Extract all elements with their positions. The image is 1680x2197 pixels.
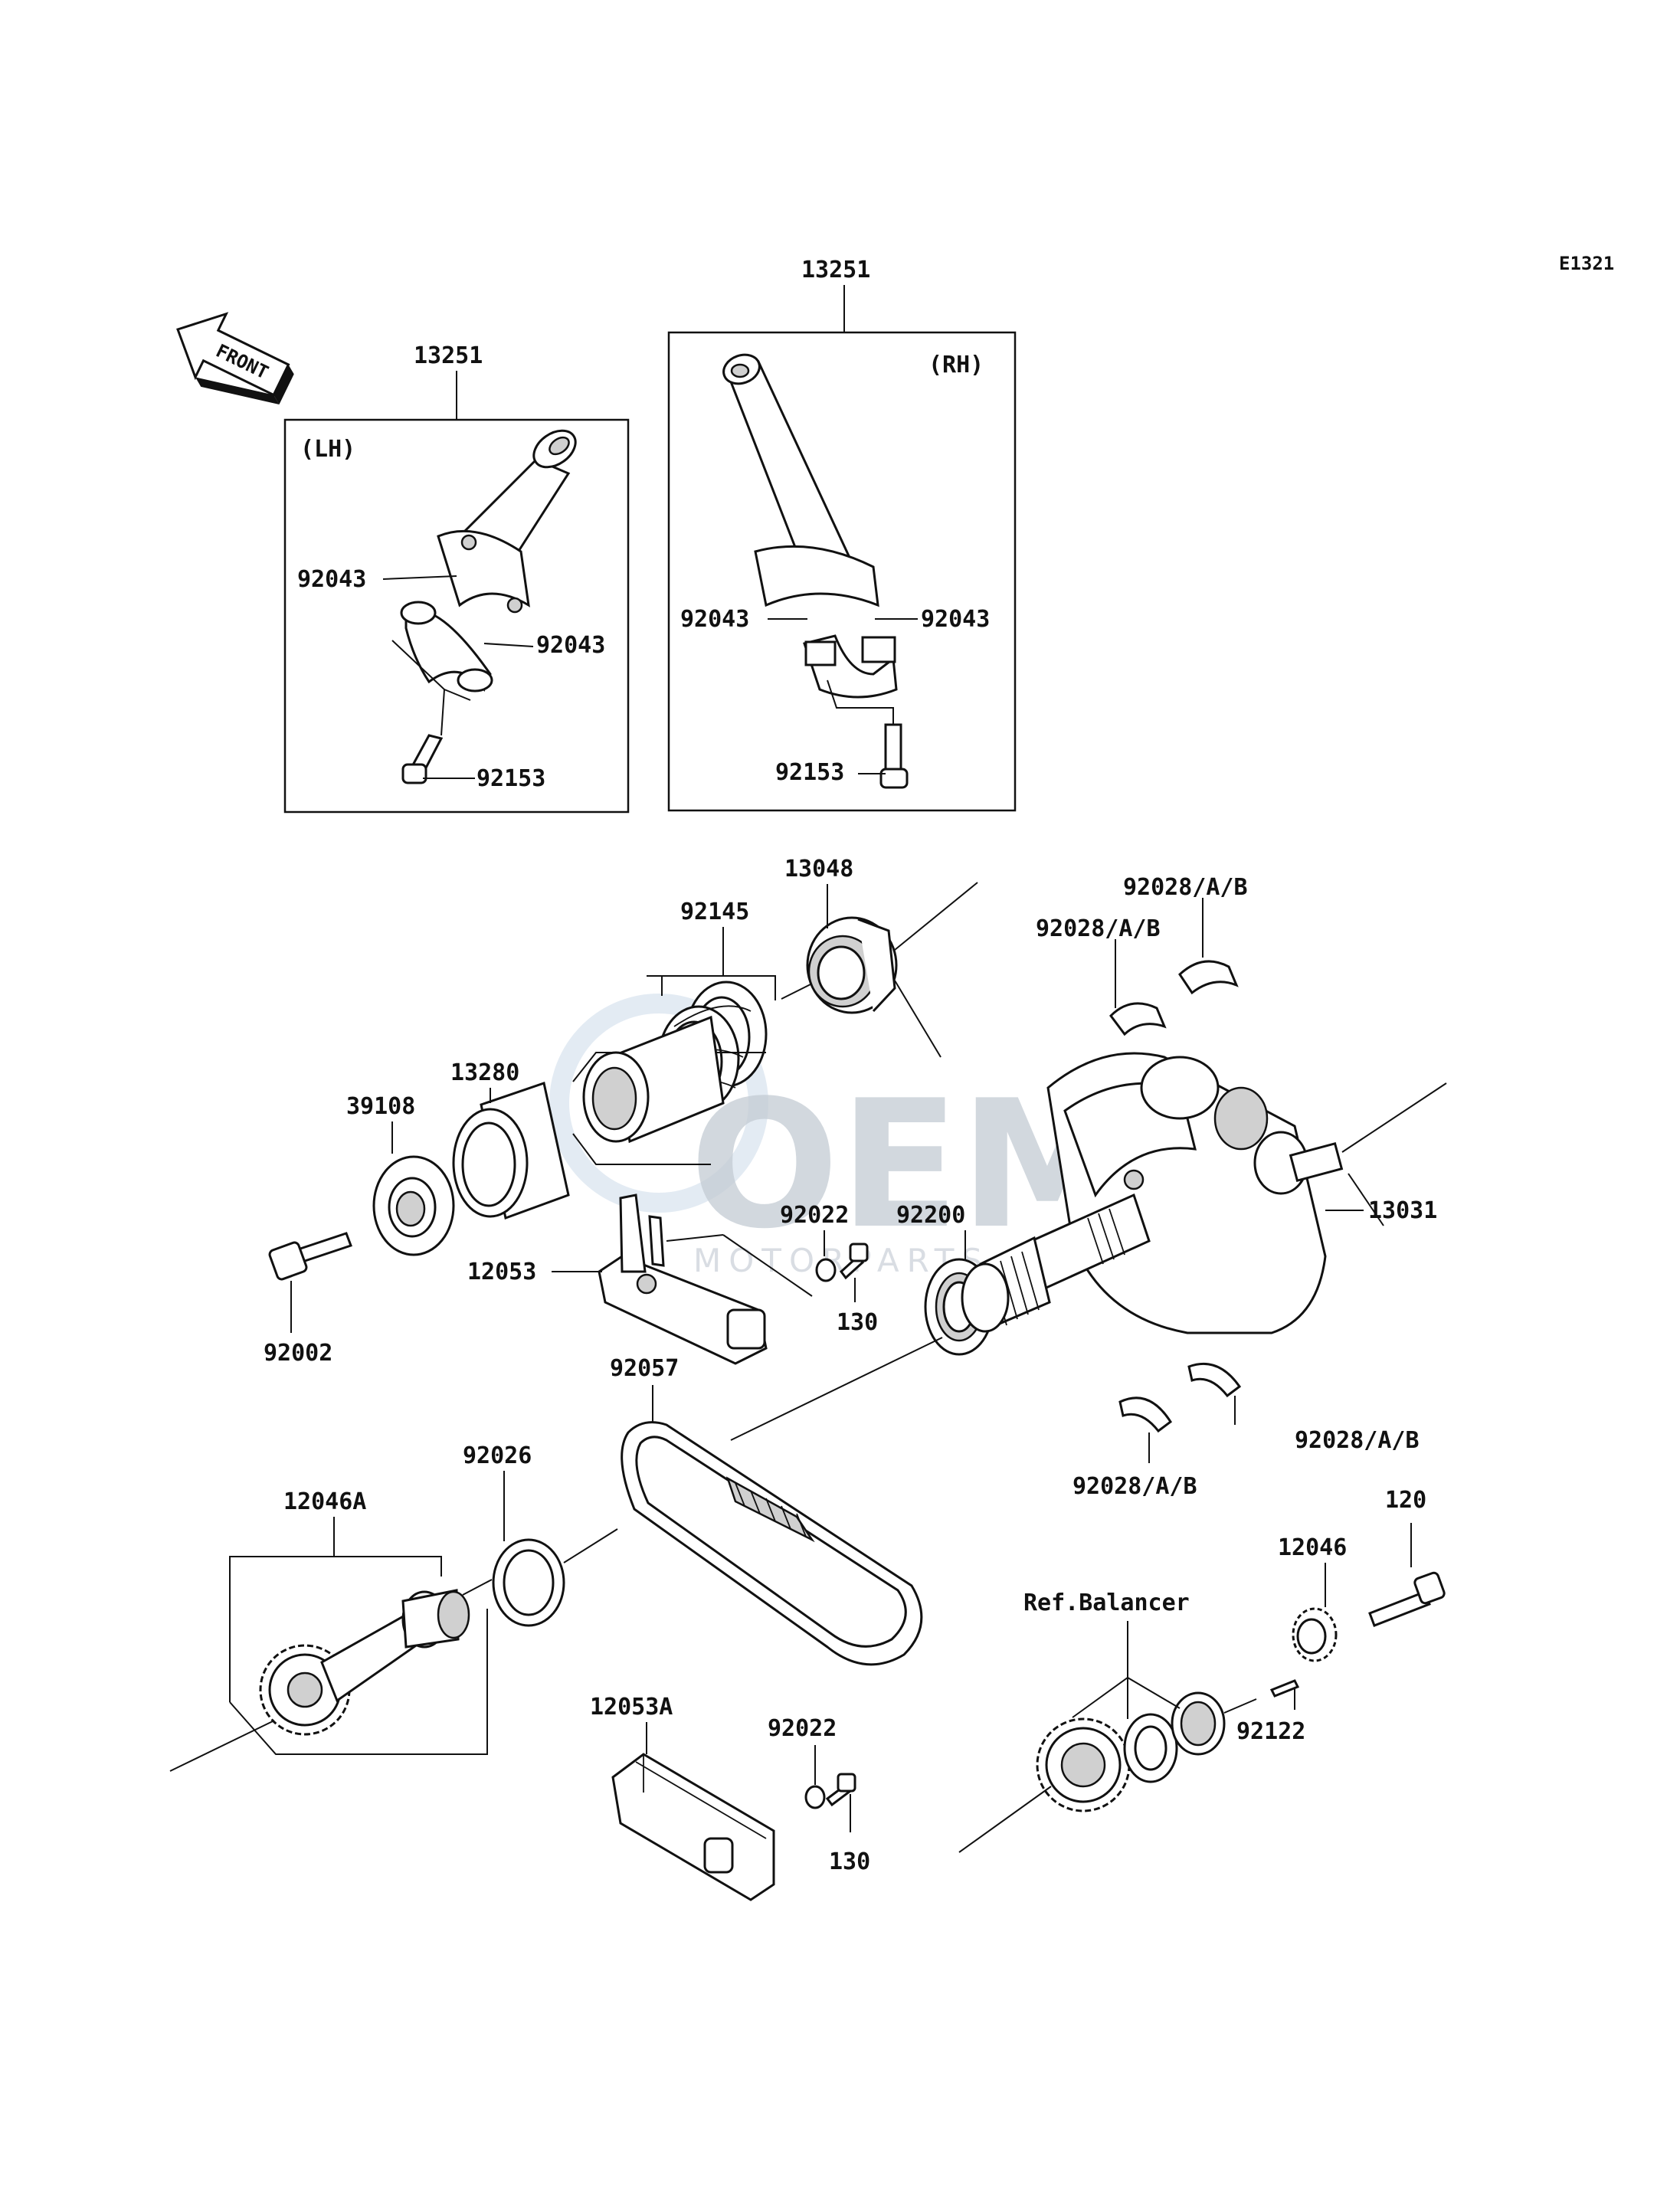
part-12046a-sprocket-group bbox=[169, 1517, 493, 1772]
lh-92043-a-label: 92043 bbox=[297, 566, 366, 593]
part-92028-label-1: 92028/A/B bbox=[1036, 915, 1161, 942]
part-92026-washer bbox=[492, 1538, 565, 1627]
part-12046a-label: 12046A bbox=[283, 1488, 366, 1515]
part-92028-shell-3 bbox=[1187, 1362, 1242, 1398]
part-92002-label: 92002 bbox=[264, 1340, 332, 1367]
part-92022-upper-label: 92022 bbox=[780, 1202, 849, 1229]
lh-92153-label: 92153 bbox=[476, 765, 545, 792]
part-92200-label: 92200 bbox=[896, 1202, 965, 1229]
part-12053a-guide bbox=[611, 1753, 775, 1901]
part-92122-pin bbox=[1269, 1679, 1300, 1698]
part-13031-crankshaft bbox=[961, 1052, 1447, 1334]
balancer-group bbox=[958, 1691, 1257, 1853]
part-130-screw-upper bbox=[839, 1243, 869, 1280]
part-92057-label: 92057 bbox=[610, 1355, 679, 1382]
part-92026-label: 92026 bbox=[463, 1442, 532, 1469]
part-92022-washer-upper bbox=[815, 1258, 837, 1282]
lh-bolt bbox=[401, 734, 444, 784]
part-13280-sleeve bbox=[452, 1082, 570, 1220]
rh-rod-cap bbox=[803, 634, 898, 699]
front-direction-arrow-icon: FRONT bbox=[176, 312, 294, 404]
part-92028-shell-2 bbox=[1178, 960, 1239, 995]
part-92028-label-4: 92028/A/B bbox=[1073, 1473, 1197, 1500]
rh-92153-label: 92153 bbox=[775, 759, 844, 786]
part-39108-washer bbox=[372, 1155, 455, 1256]
rh-side-label: (RH) bbox=[928, 352, 984, 378]
rh-connecting-rod bbox=[722, 353, 879, 607]
rh-92043-a-label: 92043 bbox=[680, 606, 749, 633]
part-12053-tensioner bbox=[598, 1193, 813, 1365]
lh-side-label: (LH) bbox=[300, 436, 355, 463]
lh-part-number: 13251 bbox=[414, 342, 483, 369]
ref-balancer-label: Ref.Balancer bbox=[1023, 1590, 1190, 1616]
diagram-code: E1321 bbox=[1559, 253, 1614, 274]
rh-connecting-rod-box: 13251 (RH) 92043 92043 92153 bbox=[667, 257, 1017, 812]
part-12053-label: 12053 bbox=[467, 1259, 536, 1285]
part-92002-bolt bbox=[268, 1232, 352, 1281]
part-12046-label: 12046 bbox=[1278, 1534, 1347, 1561]
part-13048-bearing bbox=[781, 882, 978, 1058]
part-130-screw-lower bbox=[825, 1773, 856, 1807]
rh-92043-b-label: 92043 bbox=[921, 606, 990, 633]
part-92057-belt bbox=[621, 1421, 923, 1666]
lh-92043-b-label: 92043 bbox=[536, 632, 605, 659]
part-92028-label-3: 92028/A/B bbox=[1295, 1427, 1420, 1454]
lh-rod-cap bbox=[400, 601, 493, 692]
part-120-bolt bbox=[1368, 1571, 1446, 1627]
part-92028-shell-1 bbox=[1109, 1002, 1167, 1036]
part-13280-label: 13280 bbox=[450, 1059, 519, 1086]
part-12046-sprocket bbox=[1292, 1607, 1338, 1662]
part-92122-label: 92122 bbox=[1236, 1718, 1305, 1745]
part-120-label: 120 bbox=[1385, 1487, 1426, 1514]
part-92022-washer-lower bbox=[804, 1785, 826, 1809]
part-92028-label-2: 92028/A/B bbox=[1123, 874, 1248, 901]
part-92028-shell-4 bbox=[1118, 1396, 1173, 1433]
rh-part-number: 13251 bbox=[801, 257, 870, 283]
rh-bolt bbox=[879, 723, 909, 789]
part-92145-sleeve bbox=[582, 1015, 725, 1144]
part-92145-label: 92145 bbox=[680, 899, 749, 925]
part-39108-label: 39108 bbox=[346, 1093, 415, 1120]
part-130-upper-label: 130 bbox=[837, 1309, 878, 1336]
part-13031-label: 13031 bbox=[1368, 1197, 1437, 1224]
part-130-lower-label: 130 bbox=[829, 1848, 870, 1875]
lh-connecting-rod-box: 13251 (LH) 92043 92043 92153 bbox=[283, 342, 630, 814]
part-13048-label: 13048 bbox=[784, 856, 853, 882]
lh-connecting-rod bbox=[437, 429, 577, 614]
part-92022-lower-label: 92022 bbox=[768, 1715, 837, 1742]
part-12053a-label: 12053A bbox=[590, 1694, 673, 1721]
